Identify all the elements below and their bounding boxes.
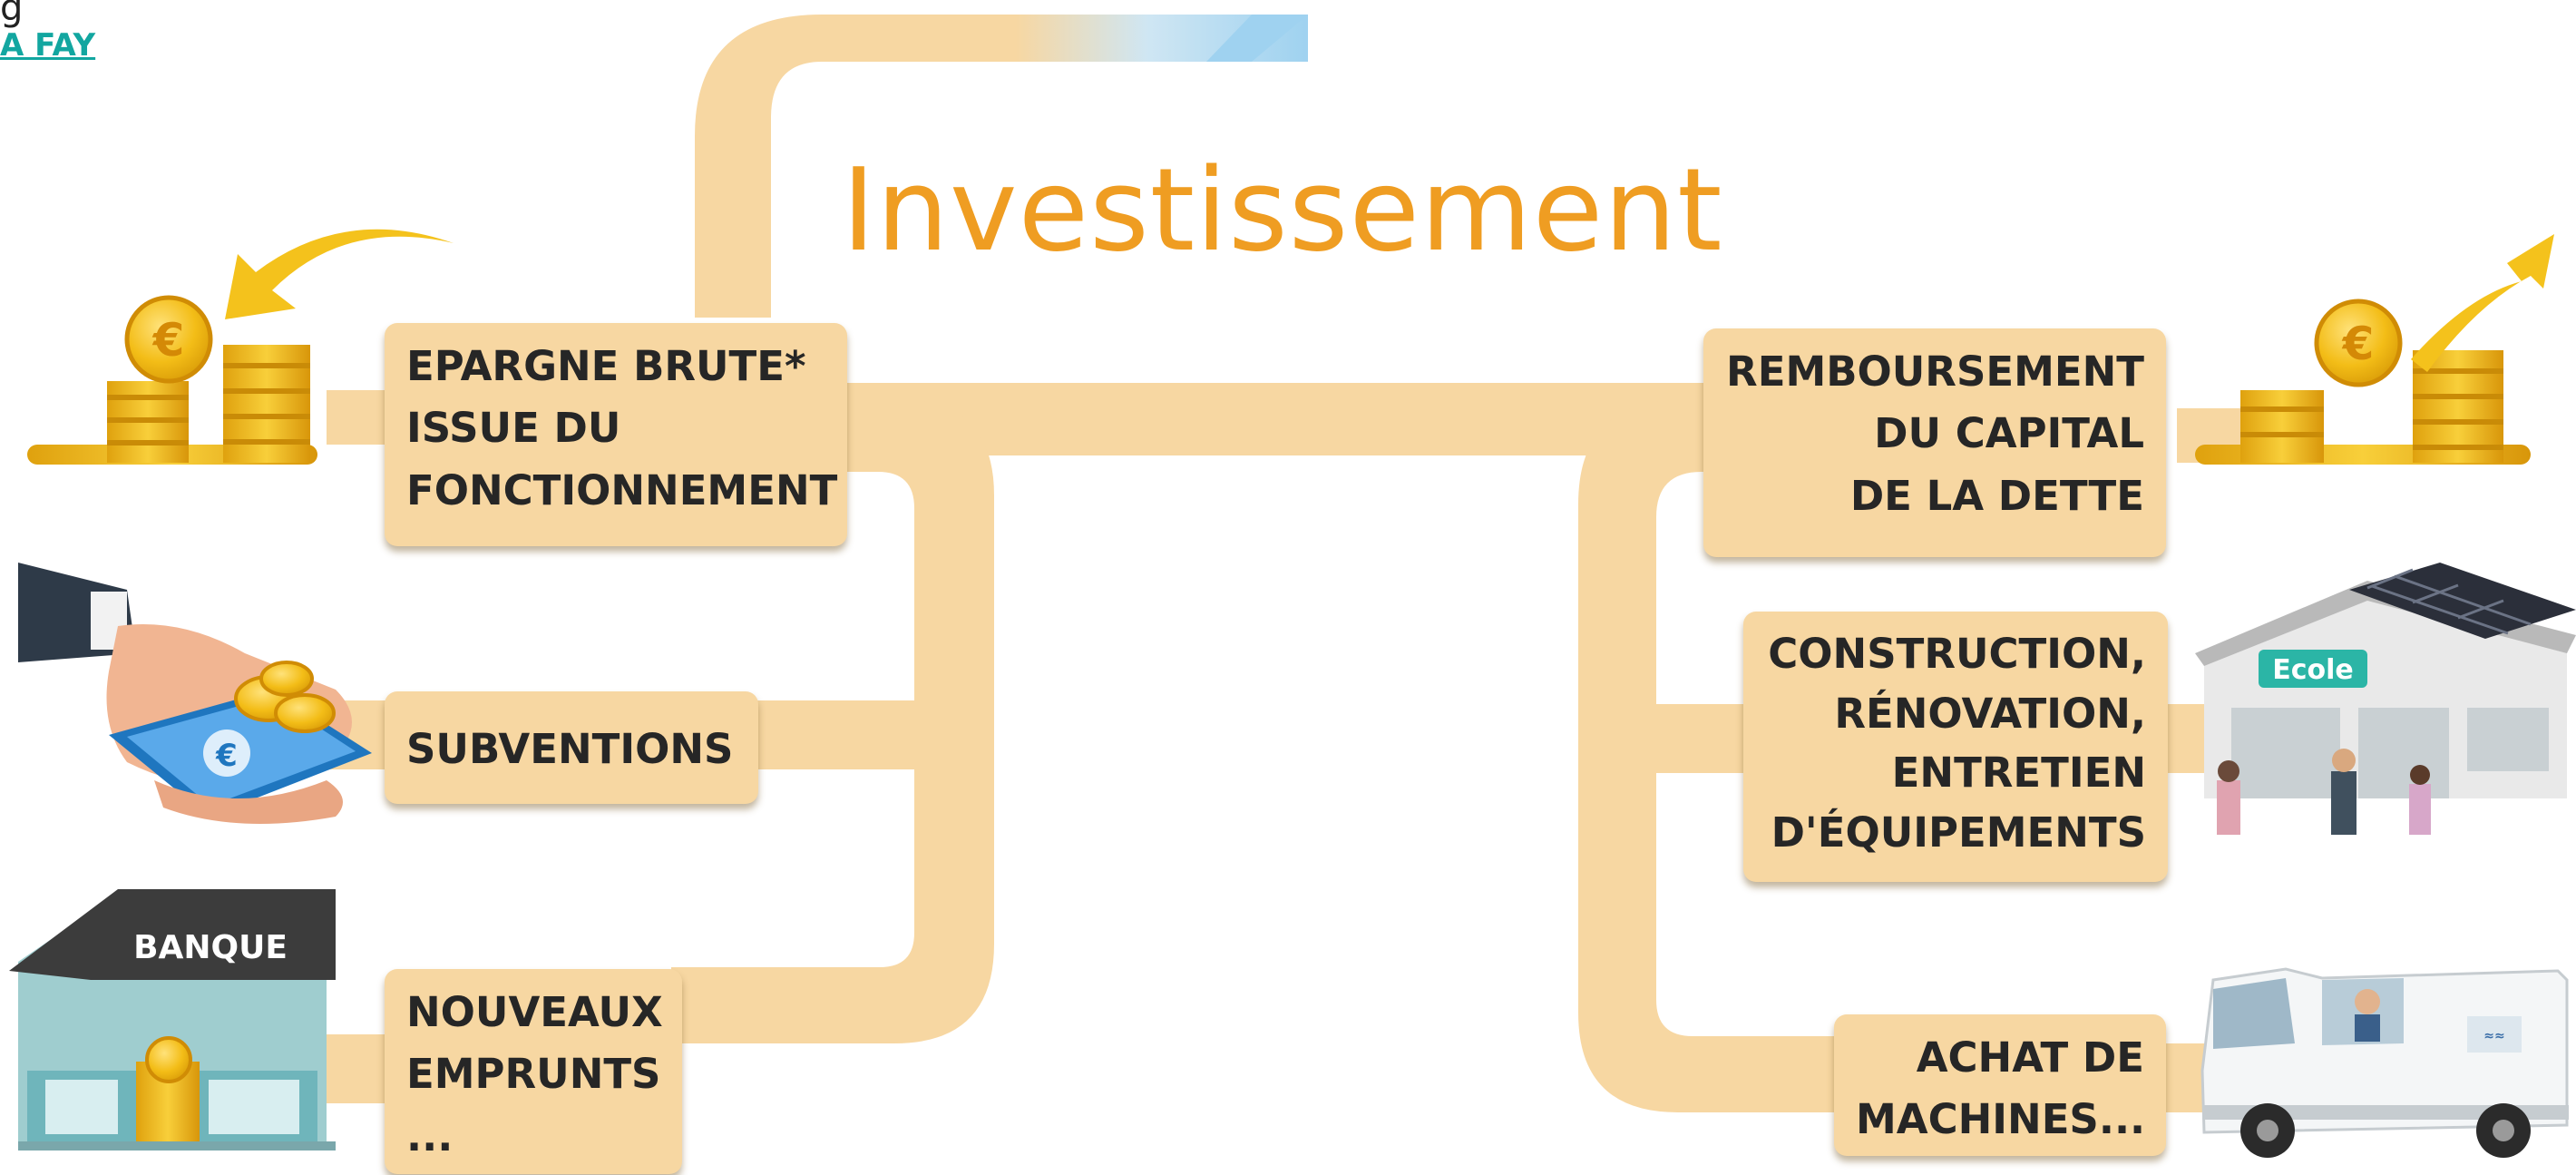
box-line: NOUVEAUX (406, 988, 663, 1036)
box-line: DU CAPITAL (1874, 409, 2144, 458)
box-line: MACHINES... (1856, 1095, 2146, 1144)
curved-arrow-right-icon (2411, 234, 2554, 372)
curved-arrow-left-icon (225, 229, 454, 319)
svg-text:≈≈: ≈≈ (2483, 1029, 2504, 1043)
bank-sign: BANQUE (133, 929, 288, 966)
box-line: D'ÉQUIPEMENTS (1771, 808, 2146, 857)
box-line: RÉNOVATION, (1834, 689, 2146, 738)
box-line: ACHAT DE (1916, 1033, 2144, 1082)
hand-money-icon: € (18, 563, 372, 824)
svg-text:€: € (152, 314, 185, 367)
box-line: EPARGNE BRUTE* (406, 342, 806, 390)
coins-euro-icon: € (27, 295, 317, 465)
right-distributor-pipe (1578, 399, 1841, 1112)
top-cut-text: g (0, 0, 24, 29)
school-sign: Ecole (2272, 654, 2354, 686)
box-line: ... (406, 1111, 454, 1160)
box-line: ISSUE DU (406, 404, 621, 453)
bank-building-icon: BANQUE (9, 889, 336, 1151)
epargne-brute-box: EPARGNE BRUTE* ISSUE DU FONCTIONNEMENT (385, 323, 847, 546)
box-line: EMPRUNTS (406, 1050, 661, 1099)
main-horizontal-pipe (844, 383, 1728, 455)
box-line: SUBVENTIONS (406, 725, 734, 773)
box-line: DE LA DETTE (1849, 471, 2144, 520)
svg-text:€: € (215, 738, 238, 774)
school-building-icon: Ecole (2195, 563, 2576, 835)
box-line: CONSTRUCTION, (1768, 630, 2146, 678)
van-icon: ≈≈ (2200, 967, 2569, 1158)
left-collector-pipe (671, 399, 994, 1043)
subventions-connector (744, 700, 925, 769)
coins-euro-icon: € (2195, 299, 2531, 465)
construction-box: CONSTRUCTION, RÉNOVATION, ENTRETIEN D'ÉQ… (1743, 612, 2168, 882)
box-line: FONCTIONNEMENT (406, 465, 838, 514)
remboursement-box: REMBOURSEMENT DU CAPITAL DE LA DETTE (1703, 328, 2166, 557)
achat-machines-box: ACHAT DE MACHINES... (1834, 1014, 2166, 1156)
diagram-title: Investissement (842, 143, 1723, 277)
subventions-box: SUBVENTIONS (385, 691, 758, 804)
author-link[interactable]: A FAY (0, 27, 96, 64)
svg-text:€: € (2342, 318, 2375, 370)
box-line: ENTRETIEN (1891, 749, 2146, 798)
nouveaux-emprunts-box: NOUVEAUX EMPRUNTS ... (385, 969, 682, 1174)
box-line: REMBOURSEMENT (1726, 348, 2144, 396)
